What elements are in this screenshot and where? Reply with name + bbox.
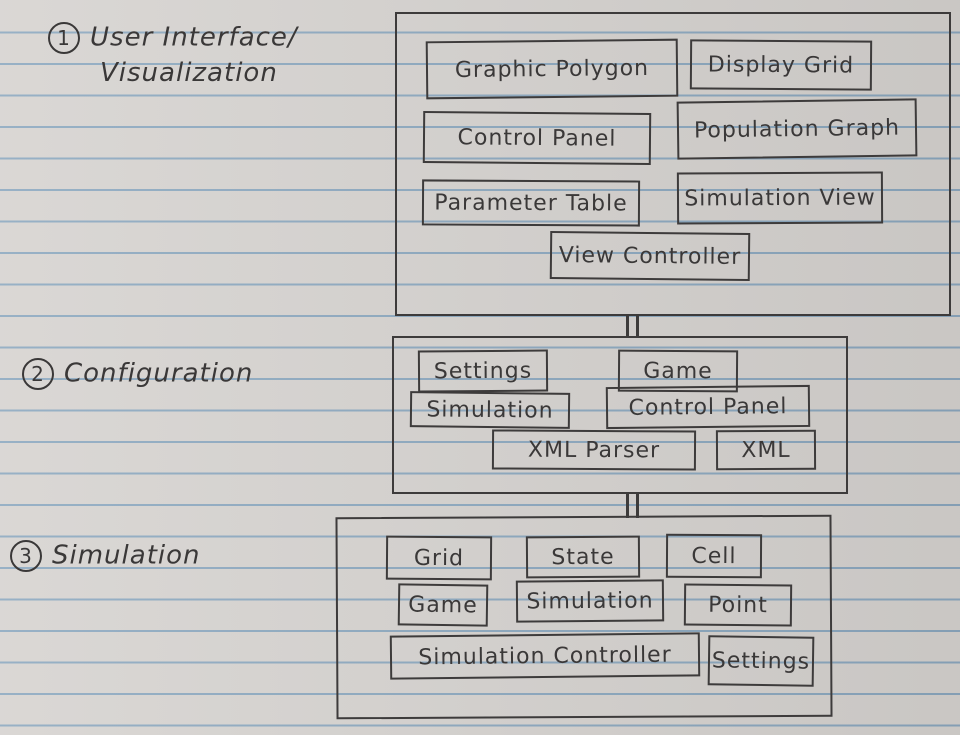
component-parameter-table[interactable]: Parameter Table	[421, 179, 641, 227]
component-simulation-view[interactable]: Simulation View	[676, 171, 884, 225]
section-2-label: 2 Configuration	[22, 358, 253, 390]
component-display-grid[interactable]: Display Grid	[689, 39, 873, 91]
config-settings[interactable]: Settings	[417, 349, 549, 393]
sim-cell[interactable]: Cell	[665, 533, 763, 579]
section-1-title-line1: User Interface/	[90, 22, 298, 53]
section-1-title-line2: Visualization	[100, 58, 278, 88]
section-3-number: 3	[10, 540, 42, 572]
ui-visualization-section	[395, 12, 951, 316]
config-control-panel[interactable]: Control Panel	[605, 384, 811, 430]
section-3-title: Simulation	[52, 540, 201, 571]
config-simulation[interactable]: Simulation	[409, 391, 571, 429]
section-2-number: 2	[22, 358, 54, 390]
sim-simulation-controller[interactable]: Simulation Controller	[389, 632, 701, 680]
connector-1-2-left	[626, 314, 629, 338]
section-1-label: 1 User Interface/	[48, 22, 298, 54]
component-graphic-polygon[interactable]: Graphic Polygon	[425, 38, 679, 100]
section-1-number: 1	[48, 22, 80, 54]
connector-2-3-right	[636, 492, 639, 518]
sim-simulation[interactable]: Simulation	[515, 579, 665, 623]
sim-settings[interactable]: Settings	[707, 635, 815, 687]
sim-point[interactable]: Point	[683, 583, 793, 627]
config-xml[interactable]: XML	[715, 429, 817, 471]
configuration-section	[392, 336, 848, 494]
config-xml-parser[interactable]: XML Parser	[491, 429, 697, 471]
connector-2-3-left	[626, 492, 629, 518]
section-3-label: 3 Simulation	[10, 540, 201, 572]
component-control-panel[interactable]: Control Panel	[422, 111, 652, 165]
section-2-title: Configuration	[64, 358, 254, 389]
sim-state[interactable]: State	[525, 535, 641, 579]
component-population-graph[interactable]: Population Graph	[676, 98, 918, 160]
sim-grid[interactable]: Grid	[385, 535, 493, 581]
sim-game[interactable]: Game	[397, 583, 489, 627]
component-view-controller[interactable]: View Controller	[549, 230, 751, 282]
connector-1-2-right	[636, 314, 639, 338]
